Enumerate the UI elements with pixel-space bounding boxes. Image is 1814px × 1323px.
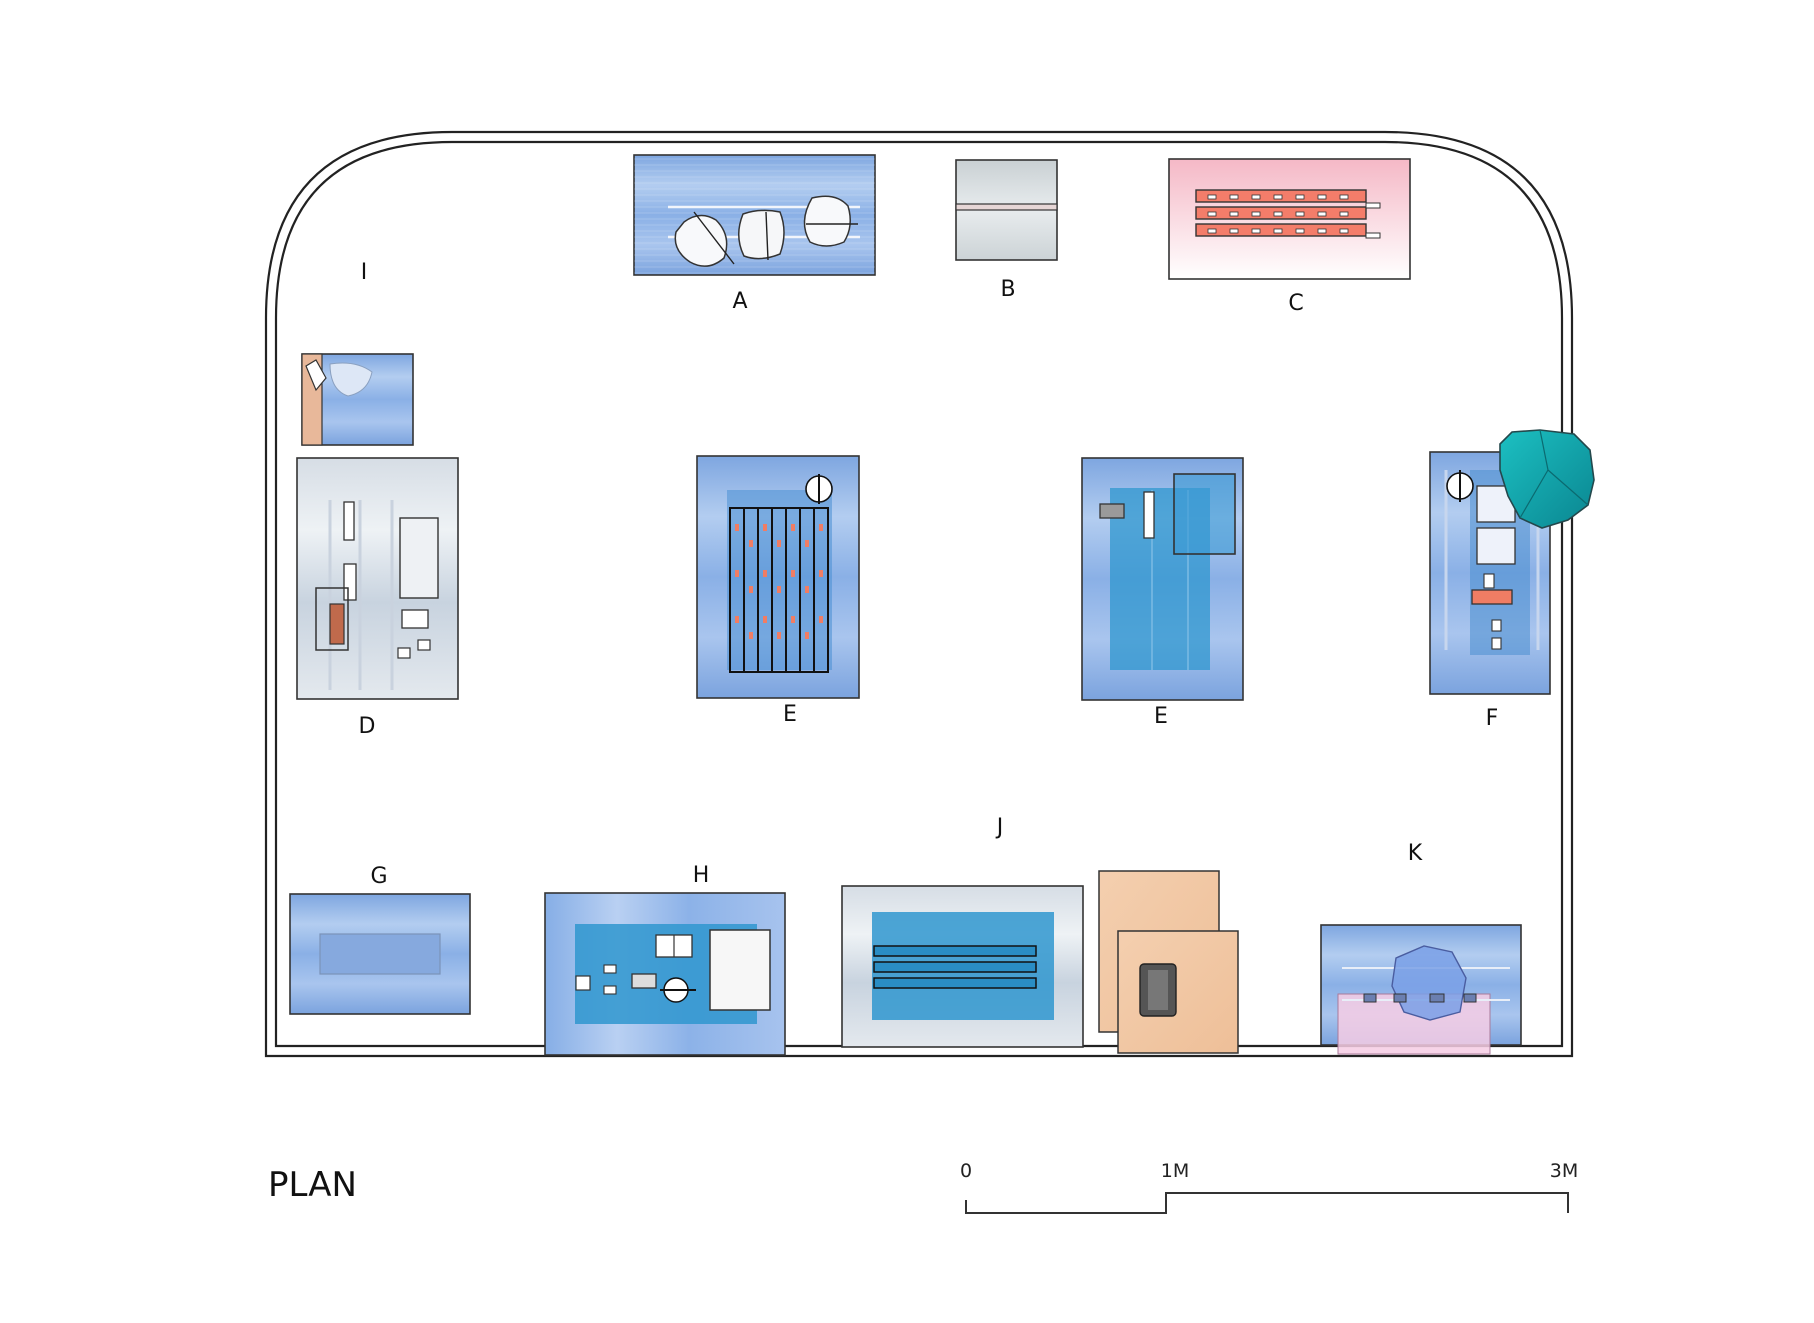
exhibit-e-left: [696, 455, 860, 699]
zone-label-k: K: [1408, 841, 1423, 866]
zone-label-e-left: E: [783, 702, 797, 727]
exhibit-e-right: [1081, 457, 1244, 701]
rack-rows: [1195, 189, 1381, 239]
zone-label-b: B: [1000, 277, 1015, 302]
exhibit-b: [955, 159, 1058, 261]
exhibit-h: [544, 892, 786, 1056]
zone-label-j: J: [995, 815, 1004, 840]
scale-label-mid: 1M: [1161, 1160, 1189, 1182]
exhibit-i: [301, 353, 414, 446]
zone-label-g: G: [370, 864, 387, 889]
zone-label-c: C: [1288, 291, 1303, 316]
scale-label-start: 0: [960, 1160, 972, 1182]
zone-label-a: A: [732, 289, 747, 314]
zone-label-f: F: [1486, 706, 1499, 731]
zone-label-d: D: [359, 714, 376, 739]
zone-label-i: I: [361, 260, 368, 285]
exhibit-g: [289, 893, 471, 1015]
stone-shape: [674, 195, 858, 267]
teal-rock: [1499, 429, 1595, 529]
plan-title: PLAN: [268, 1165, 357, 1205]
zone-labels: A B C I D E E F G H J K: [359, 260, 1499, 889]
scale-bar: 0 1M 3M: [960, 1160, 1578, 1214]
exhibit-k: [1320, 924, 1522, 1055]
exhibit-j: [841, 870, 1239, 1054]
exhibit-c: [1168, 158, 1411, 280]
exhibit-d: [296, 457, 459, 700]
exhibit-f: [1429, 429, 1595, 695]
zone-label-e-right: E: [1154, 704, 1168, 729]
scale-label-end: 3M: [1550, 1160, 1578, 1182]
room-outline: [264, 130, 1574, 1058]
zone-label-h: H: [693, 863, 710, 888]
exhibit-a: [633, 154, 876, 276]
